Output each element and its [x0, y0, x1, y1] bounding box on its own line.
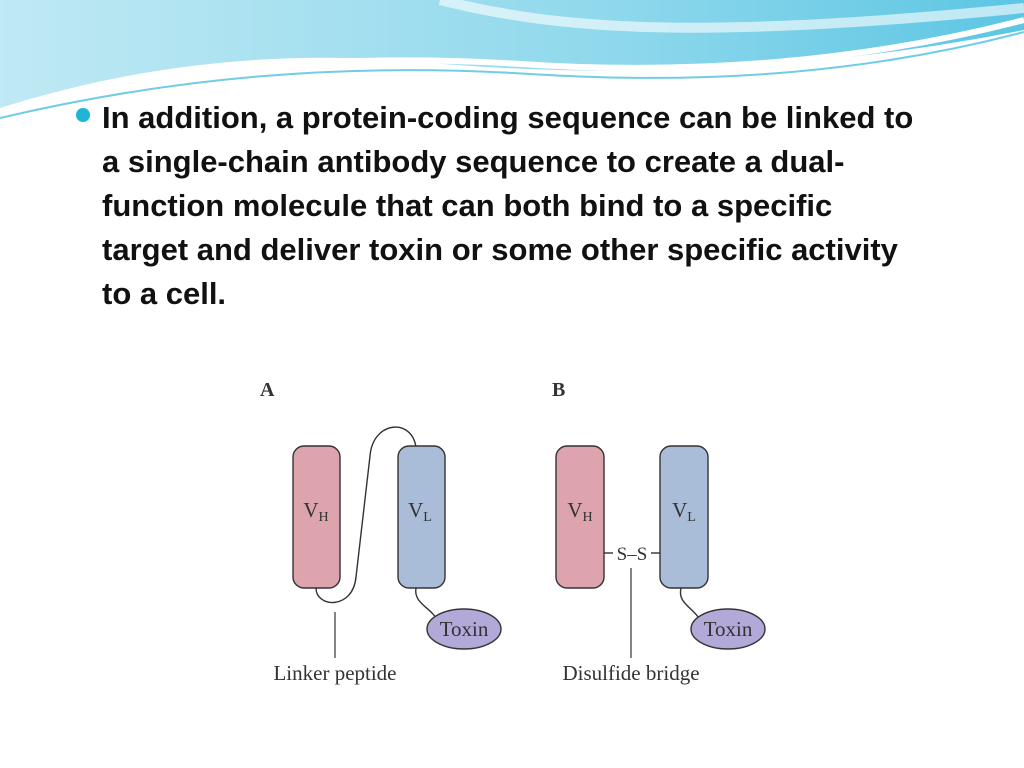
- panel-b-toxin: [690, 608, 766, 650]
- panel-b-caption: Disulfide bridge: [562, 661, 699, 685]
- scfv-diagram: A VH VL Toxin Linker peptide B VH VL: [203, 372, 783, 698]
- linker-peptide-line: [315, 426, 417, 604]
- header-wave-decoration: [0, 0, 1024, 119]
- panel-a-vh-domain: [292, 445, 341, 589]
- panel-a-vh-label: VH: [303, 498, 328, 525]
- panel-a: A VH VL Toxin Linker peptide: [260, 379, 502, 685]
- panel-b-label: B: [552, 379, 565, 401]
- panel-a-caption: Linker peptide: [273, 661, 396, 685]
- bullet-item: In addition, a protein-coding sequence c…: [76, 96, 936, 316]
- bullet-dot-icon: [76, 108, 90, 122]
- panel-a-toxin: [426, 608, 502, 650]
- disulfide-bridge-label: S–S: [617, 544, 648, 565]
- panel-b: B VH VL S–S Toxin Disulfide bridge: [552, 379, 766, 685]
- panel-a-vl-label: VL: [408, 498, 432, 525]
- panel-b-vl-domain: [659, 445, 709, 589]
- bullet-text: In addition, a protein-coding sequence c…: [102, 100, 914, 311]
- panel-a-toxin-label: Toxin: [440, 617, 489, 641]
- panel-b-vh-label: VH: [567, 498, 592, 525]
- panel-a-label: A: [260, 379, 275, 401]
- panel-a-vl-domain: [397, 445, 446, 589]
- panel-b-vl-label: VL: [672, 498, 696, 525]
- panel-b-toxin-label: Toxin: [704, 617, 753, 641]
- panel-b-vh-domain: [555, 445, 605, 589]
